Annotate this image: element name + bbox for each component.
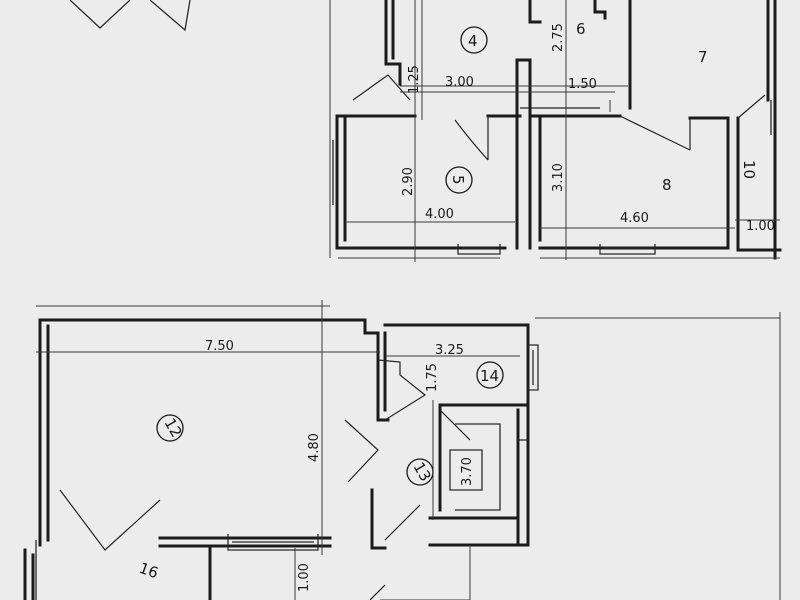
lower-block-openings — [35, 344, 539, 600]
lower-block-dimension-lines — [36, 300, 520, 600]
room-number-5: 5 — [449, 175, 467, 185]
room-number-6: 6 — [576, 20, 586, 38]
dim-label-400: 4.00 — [425, 207, 454, 222]
room-number-8: 8 — [662, 176, 672, 194]
dim-label-325: 3.25 — [435, 343, 464, 358]
room-number-10: 10 — [740, 160, 758, 179]
room-number-16: 16 — [137, 559, 161, 582]
dim-label-100b: 1.00 — [297, 563, 312, 592]
dim-label-460: 4.60 — [620, 211, 649, 226]
upper-block-dimension-lines — [329, 0, 780, 262]
room-number-13: 13 — [410, 459, 435, 485]
dim-label-310: 3.10 — [551, 163, 566, 192]
dim-label-125: 1.25 — [407, 65, 422, 94]
room-number-14: 14 — [480, 367, 499, 385]
room-number-12: 12 — [161, 415, 186, 441]
dim-label-370: 3.70 — [460, 457, 475, 486]
dim-label-100a: 1.00 — [746, 219, 775, 234]
dimension-labels: 3.00 1.50 2.75 1.25 2.90 3.10 4.00 4.60 … — [205, 23, 775, 592]
upper-block-openings — [332, 74, 772, 255]
dim-label-290: 2.90 — [401, 167, 416, 196]
dim-label-750: 7.50 — [205, 339, 234, 354]
dim-label-150: 1.50 — [568, 77, 597, 92]
upper-block-walls — [335, 0, 782, 260]
lower-block-walls — [23, 312, 781, 600]
room-number-4: 4 — [468, 32, 478, 50]
dim-label-480: 4.80 — [307, 433, 322, 462]
dim-label-300: 3.00 — [445, 75, 474, 90]
dim-label-175: 1.75 — [425, 363, 440, 392]
room-numbers: 4 5 6 7 8 10 12 13 14 16 — [137, 20, 758, 582]
room-number-7: 7 — [698, 48, 708, 66]
top-left-fragment — [69, 0, 191, 32]
dim-label-275: 2.75 — [551, 23, 566, 52]
